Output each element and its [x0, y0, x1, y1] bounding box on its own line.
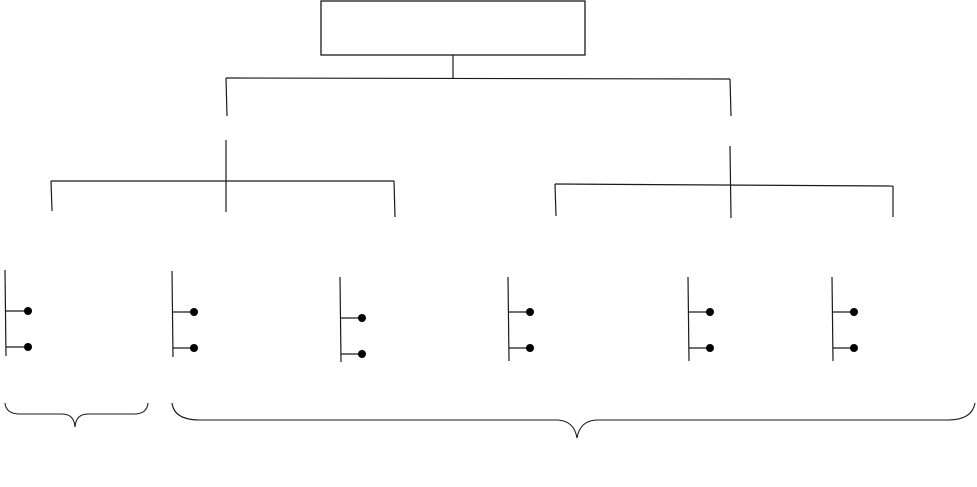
leaf-node-4-item-1-dot: [526, 308, 534, 316]
leaf-node-5-item-1-dot: [706, 308, 714, 316]
group-brace-left: [4, 402, 149, 428]
leaf-node-1: [4, 269, 32, 357]
leaf-node-5: [687, 276, 714, 362]
leaf-node-6-item-2-dot: [850, 344, 858, 352]
leaf-node-6: [831, 276, 858, 362]
left-branch-connector: [50, 140, 396, 218]
leaf-node-2-item-2-dot: [190, 344, 198, 352]
leaf-node-6-item-1-dot: [850, 308, 858, 316]
leaf-node-4: [507, 276, 534, 362]
right-branch-connector: [554, 145, 894, 219]
leaf-node-3-item-2-dot: [358, 350, 366, 358]
leaf-node-2: [171, 270, 198, 358]
leaf-node-1-item-2-dot: [24, 343, 32, 351]
leaf-node-4-item-2-dot: [526, 344, 534, 352]
leaf-node-5-item-2-dot: [706, 344, 714, 352]
root-box: [320, 0, 586, 56]
leaf-node-3: [339, 276, 366, 363]
group-brace-right: [171, 402, 976, 439]
leaf-node-1-item-1-dot: [24, 307, 32, 315]
leaf-node-3-item-1-dot: [358, 314, 366, 322]
root-connector: [225, 55, 732, 117]
leaf-node-2-item-1-dot: [190, 308, 198, 316]
